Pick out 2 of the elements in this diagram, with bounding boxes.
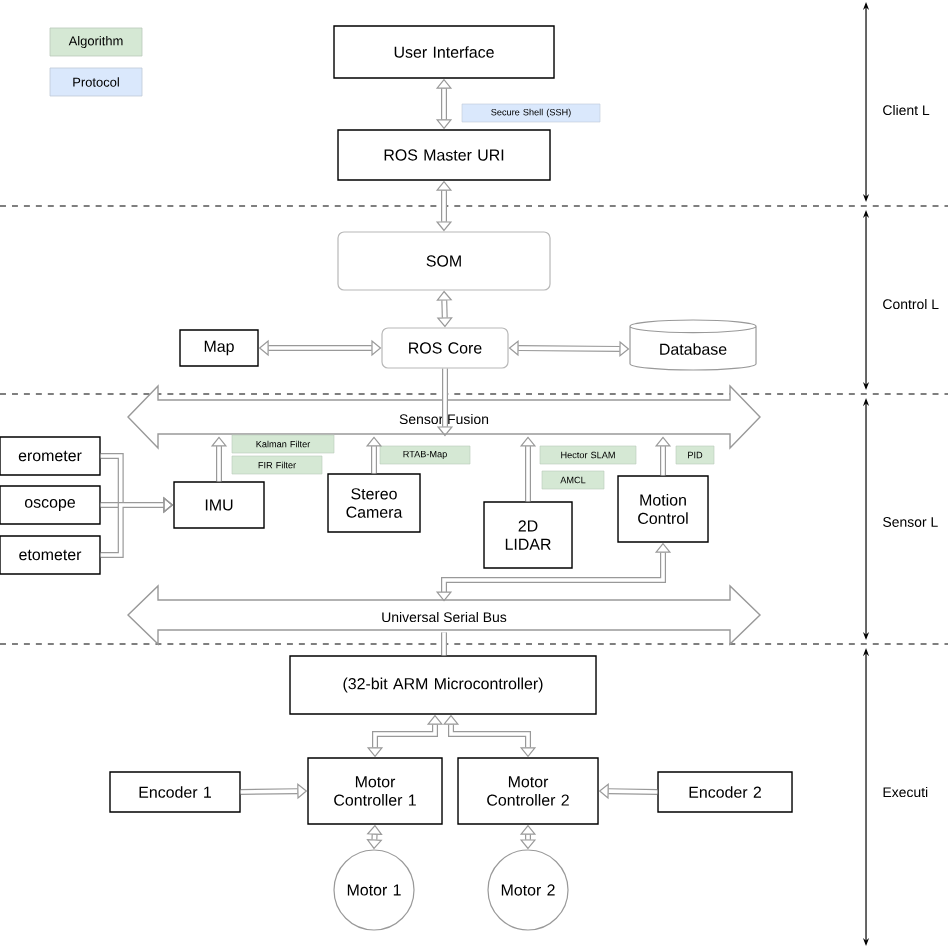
arrow bbox=[441, 632, 447, 656]
arrow bbox=[436, 290, 453, 328]
